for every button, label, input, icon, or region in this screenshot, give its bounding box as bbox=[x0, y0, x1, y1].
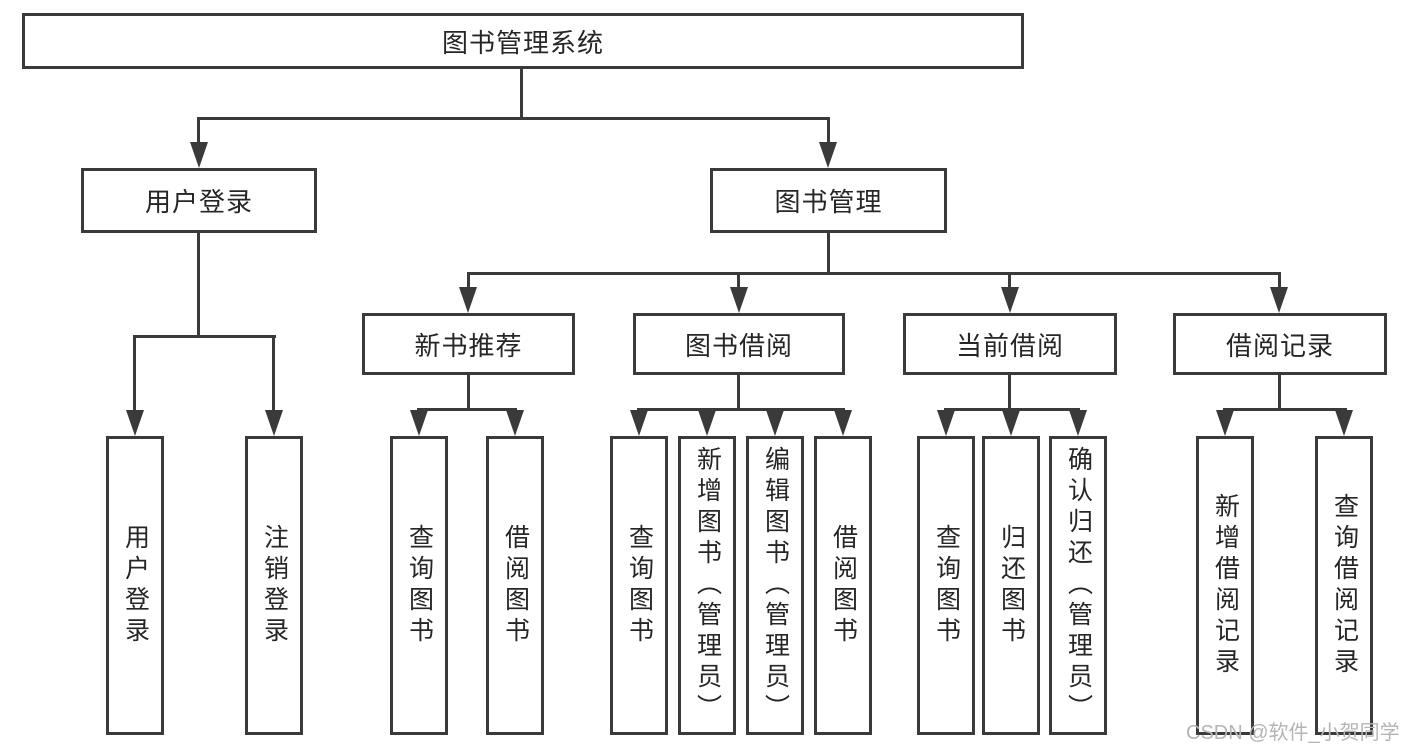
leaf-label: 新增图书（管理员） bbox=[693, 446, 722, 725]
leaf-label: 编辑图书（管理员） bbox=[761, 446, 790, 725]
connector-drop-level3 bbox=[737, 272, 740, 288]
connector-book-mgmt-stem bbox=[827, 233, 830, 272]
leaf-label: 借阅图书 bbox=[829, 523, 858, 648]
arrowhead-icon bbox=[937, 410, 955, 436]
connector-drop-level3 bbox=[1278, 272, 1281, 288]
connector-drop-leaf bbox=[272, 335, 275, 411]
node-book-borrowing: 图书借阅 bbox=[633, 313, 845, 375]
connector-user-login-rail bbox=[133, 335, 276, 338]
arrowhead-icon bbox=[190, 142, 208, 168]
arrowhead-icon bbox=[698, 410, 716, 436]
leaf-bb-query-books: 查询图书 bbox=[610, 436, 668, 735]
leaf-nbr-borrow-books: 借阅图书 bbox=[486, 436, 544, 735]
leaf-br-add-record: 新增借阅记录 bbox=[1196, 436, 1254, 735]
node-new-book-recommendation: 新书推荐 bbox=[362, 313, 575, 375]
arrowhead-icon bbox=[265, 410, 283, 436]
connector-drop-book-management bbox=[827, 117, 830, 143]
node-current-borrowing: 当前借阅 bbox=[903, 313, 1117, 375]
arrowhead-icon bbox=[630, 410, 648, 436]
arrowhead-icon bbox=[410, 410, 428, 436]
connector-drop-leaf bbox=[133, 335, 136, 411]
connector-cb-rail bbox=[944, 408, 1080, 411]
watermark-text: CSDN @软件_小贺同学 bbox=[1186, 722, 1400, 744]
arrowhead-icon bbox=[506, 410, 524, 436]
arrowhead-icon bbox=[834, 410, 852, 436]
leaf-bb-borrow-books: 借阅图书 bbox=[814, 436, 872, 735]
connector-user-login-stem bbox=[197, 233, 200, 335]
connector-br-stem bbox=[1278, 375, 1281, 411]
connector-root-stem bbox=[520, 69, 523, 118]
leaf-bb-edit-books-admin: 编辑图书（管理员） bbox=[746, 436, 804, 735]
leaf-label: 注销登录 bbox=[260, 523, 289, 648]
connector-nbr-rail bbox=[417, 408, 517, 411]
connector-br-rail bbox=[1223, 408, 1347, 411]
connector-root-rail bbox=[197, 117, 830, 120]
leaf-cb-return-books: 归还图书 bbox=[982, 436, 1040, 735]
leaf-cb-confirm-return-admin: 确认归还（管理员） bbox=[1049, 436, 1107, 735]
leaf-label: 查询图书 bbox=[625, 523, 654, 648]
leaf-cb-query-books: 查询图书 bbox=[917, 436, 975, 735]
node-user-login: 用户登录 bbox=[81, 168, 317, 233]
leaf-nbr-query-books: 查询图书 bbox=[390, 436, 448, 735]
leaf-user-login: 用户登录 bbox=[106, 436, 164, 735]
leaf-label: 查询图书 bbox=[405, 523, 434, 648]
leaf-br-query-record: 查询借阅记录 bbox=[1315, 436, 1373, 735]
leaf-label: 用户登录 bbox=[121, 523, 150, 648]
arrowhead-icon bbox=[1216, 410, 1234, 436]
connector-book-mgmt-rail bbox=[467, 272, 1281, 275]
leaf-logout: 注销登录 bbox=[245, 436, 303, 735]
connector-bb-stem bbox=[737, 375, 740, 411]
connector-drop-user-login bbox=[197, 117, 200, 143]
arrowhead-icon bbox=[1270, 287, 1288, 313]
arrowhead-icon bbox=[730, 287, 748, 313]
leaf-label: 确认归还（管理员） bbox=[1064, 446, 1093, 725]
arrowhead-icon bbox=[1001, 287, 1019, 313]
leaf-label: 新增借阅记录 bbox=[1211, 492, 1240, 679]
node-library-management-system: 图书管理系统 bbox=[22, 13, 1024, 69]
arrowhead-icon bbox=[819, 142, 837, 168]
arrowhead-icon bbox=[1002, 410, 1020, 436]
node-book-management: 图书管理 bbox=[710, 168, 947, 233]
arrowhead-icon bbox=[126, 410, 144, 436]
arrowhead-icon bbox=[1335, 410, 1353, 436]
leaf-bb-add-books-admin: 新增图书（管理员） bbox=[678, 436, 736, 735]
connector-drop-level3 bbox=[1008, 272, 1011, 288]
arrowhead-icon bbox=[459, 287, 477, 313]
arrowhead-icon bbox=[766, 410, 784, 436]
leaf-label: 查询图书 bbox=[932, 523, 961, 648]
connector-cb-stem bbox=[1008, 375, 1011, 411]
arrowhead-icon bbox=[1069, 410, 1087, 436]
connector-bb-rail bbox=[637, 408, 845, 411]
node-borrowing-records: 借阅记录 bbox=[1173, 313, 1387, 375]
leaf-label: 归还图书 bbox=[997, 523, 1026, 648]
connector-nbr-stem bbox=[467, 375, 470, 411]
leaf-label: 查询借阅记录 bbox=[1330, 492, 1359, 679]
leaf-label: 借阅图书 bbox=[501, 523, 530, 648]
connector-drop-level3 bbox=[467, 272, 470, 288]
